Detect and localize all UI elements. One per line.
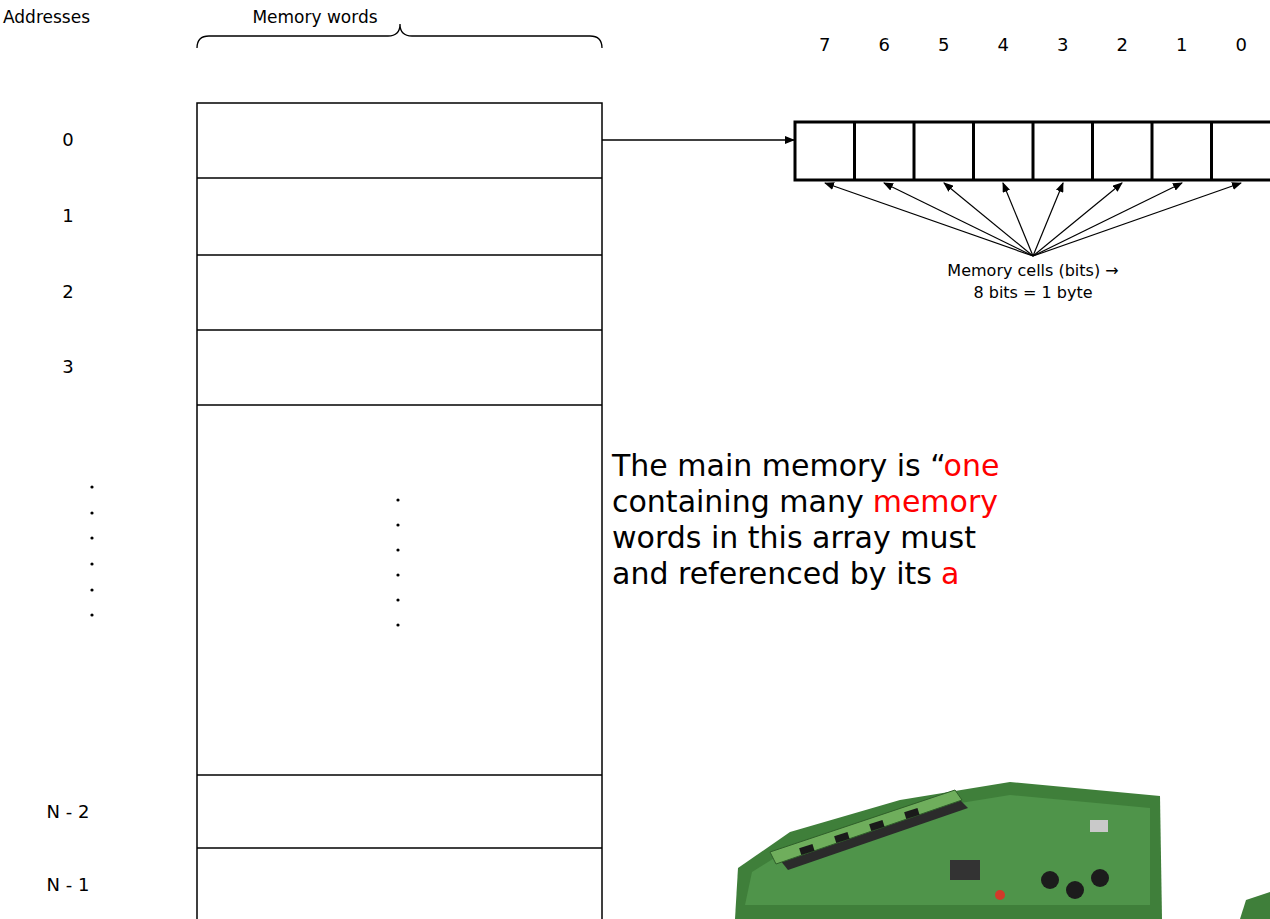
ellipsis-dots (90, 485, 399, 626)
address-number: 2 (62, 281, 73, 303)
chip (834, 832, 849, 843)
connector (1090, 820, 1108, 832)
pointer-arrow (944, 183, 1033, 256)
bit-number: 3 (1057, 34, 1068, 56)
capacitor (1066, 881, 1084, 899)
text-line: words in this array must (612, 520, 976, 556)
bit-number: 6 (879, 34, 890, 56)
motherboard-picture (735, 782, 1270, 919)
capacitor (1041, 871, 1059, 889)
pointer-arrow (1033, 183, 1241, 256)
pcb-surface (745, 795, 1150, 905)
pointer-arrow (884, 183, 1033, 256)
dot (396, 548, 399, 551)
pointer-arrow (1033, 183, 1063, 256)
cell-divider (1032, 122, 1035, 180)
pointer-arrow (1033, 183, 1182, 256)
address-number: 3 (62, 356, 73, 378)
bit-number: 4 (998, 34, 1009, 56)
address-number: 0 (62, 129, 73, 151)
chip (799, 844, 814, 855)
body-text: containing many (612, 484, 864, 519)
memory-array (197, 103, 602, 919)
word-dividers (197, 178, 602, 848)
bit-number: 1 (1176, 34, 1187, 56)
address-number: 1 (62, 205, 73, 227)
word-divider (197, 404, 602, 406)
cell-caption: Memory cells (bits) → (947, 261, 1118, 280)
bit-number: 2 (1117, 34, 1128, 56)
capacitor (1091, 869, 1109, 887)
chip (950, 860, 980, 880)
dot (396, 498, 399, 501)
cell-caption: 8 bits = 1 byte (973, 283, 1092, 302)
address-number: N - 1 (47, 874, 90, 896)
word-divider (197, 774, 602, 776)
dot (90, 588, 93, 591)
dot (396, 623, 399, 626)
cell-divider (853, 122, 856, 180)
column-heading: Addresses (3, 7, 90, 27)
chip (869, 820, 884, 831)
pcb (735, 782, 1162, 919)
cell-divider (1151, 122, 1154, 180)
pointer-arrow (1003, 183, 1033, 256)
body-text: The main memory is “ (612, 448, 944, 483)
byte-outline (795, 122, 1270, 180)
highlight-text: memory (873, 484, 998, 519)
highlight-text: a (941, 556, 959, 591)
dot (396, 573, 399, 576)
expand-arrow (602, 139, 794, 141)
pointer-arrow (825, 183, 1033, 256)
dot (90, 536, 93, 539)
cell-divider (913, 122, 916, 180)
cell-divider (972, 122, 975, 180)
cell-pointers (825, 183, 1241, 256)
bit-number: 5 (938, 34, 949, 56)
dot (90, 613, 93, 616)
ram-stick (770, 790, 962, 864)
body-text: words in this array must (612, 520, 976, 555)
byte-box (795, 122, 1270, 180)
highlight-text: one (944, 448, 1000, 483)
pcb-edge (1240, 892, 1270, 919)
word-divider (197, 177, 602, 179)
word-divider (197, 847, 602, 849)
ram-slot (780, 800, 968, 870)
cell-divider (1210, 122, 1213, 180)
cell-divider (1091, 122, 1094, 180)
dot (90, 511, 93, 514)
component (995, 890, 1005, 900)
dot (396, 598, 399, 601)
bit-number: 7 (819, 34, 830, 56)
text-line: and referenced by its a (612, 556, 959, 592)
word-divider (197, 254, 602, 256)
chip (904, 808, 919, 819)
bit-number: 0 (1236, 34, 1247, 56)
address-number: N - 2 (47, 801, 90, 823)
body-text: and referenced by its (612, 556, 932, 591)
dot (90, 485, 93, 488)
dot (90, 562, 93, 565)
word-divider (197, 329, 602, 331)
curly-brace (197, 24, 602, 48)
text-line: containing many memory (612, 484, 998, 520)
text-line: The main memory is “one (612, 448, 999, 484)
column-heading: Memory words (252, 7, 377, 27)
dot (396, 523, 399, 526)
